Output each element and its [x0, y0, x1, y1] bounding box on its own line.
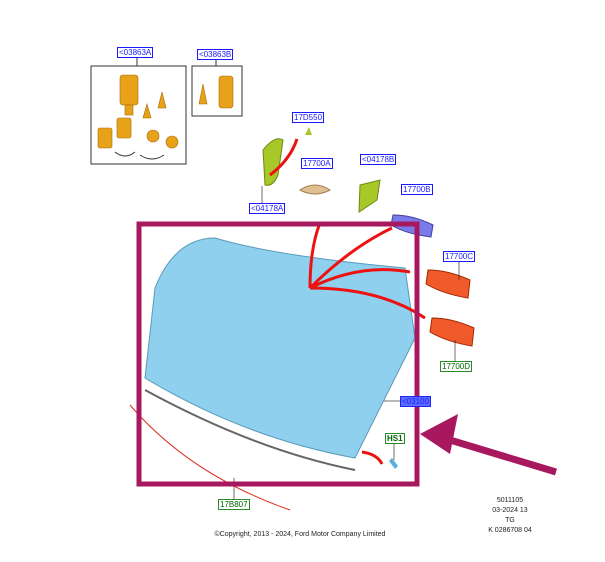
mirror-17700D	[429, 317, 475, 347]
callout-03863B[interactable]: <03863B	[197, 49, 234, 60]
info-line: K 0286708 04	[488, 527, 532, 534]
screw-HS1	[389, 458, 398, 469]
callout-17D550[interactable]: 17D550	[292, 112, 325, 123]
info-line: TG	[505, 517, 515, 524]
bracket-04178B	[358, 179, 381, 213]
callout-17700B[interactable]: 17700B	[401, 184, 433, 195]
callout-17B807[interactable]: 17B807	[218, 499, 250, 510]
kit-box-03863A	[90, 65, 187, 165]
callout-17700A[interactable]: 17700A	[301, 158, 333, 169]
callout-HS1[interactable]: HS1	[385, 433, 405, 444]
callout-03100[interactable]: <03100	[400, 396, 431, 407]
part-17700A	[299, 184, 331, 195]
bracket-04178A	[262, 138, 284, 186]
callout-17700D[interactable]: 17700D	[440, 361, 473, 372]
info-line: 03-2024 13	[492, 507, 528, 514]
highlight-frame	[136, 221, 420, 487]
drawing-info-block: 5011105 03-2024 13 TG K 0286708 04	[470, 496, 550, 536]
copyright-text: ©Copyright, 2013 - 2024, Ford Motor Comp…	[214, 531, 386, 538]
callout-04178B[interactable]: <04178B	[360, 154, 397, 165]
kit-box-03863B	[191, 65, 243, 117]
info-line: 5011105	[496, 497, 524, 504]
pointer-arrow-head	[420, 414, 458, 454]
windshield	[144, 237, 416, 459]
callout-04178A[interactable]: <04178A	[249, 203, 286, 214]
callout-03863A[interactable]: <03863A	[117, 47, 154, 58]
adhesive-kit-parts	[97, 74, 234, 149]
pointer-arrow-shaft	[448, 436, 558, 476]
mirror-17700C	[425, 269, 471, 299]
callout-17700C[interactable]: 17700C	[443, 251, 476, 262]
